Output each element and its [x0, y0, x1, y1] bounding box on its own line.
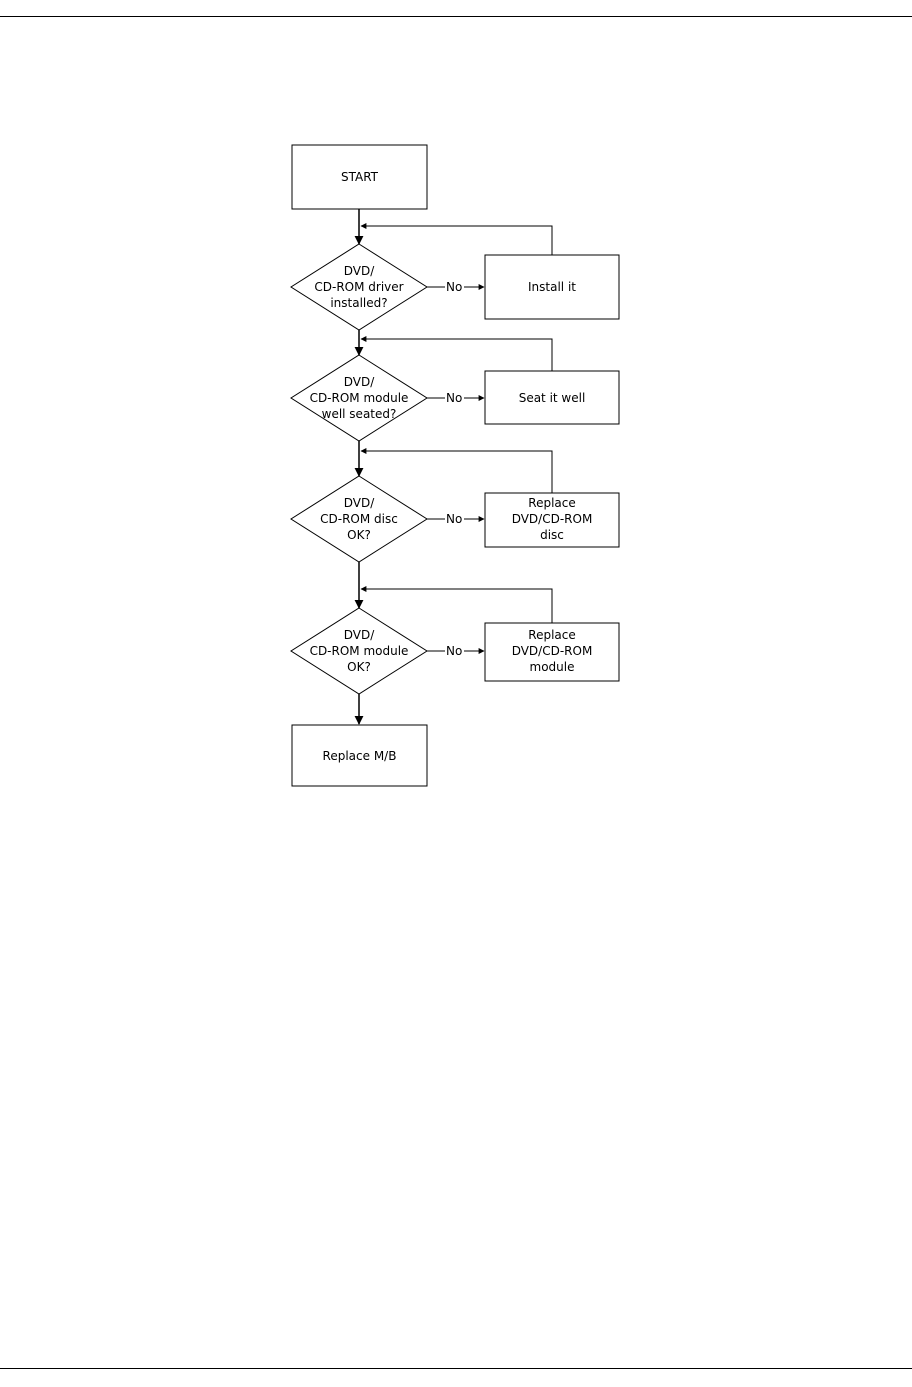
- action-3-line-3: disc: [540, 528, 564, 542]
- connector-loop-4: [361, 589, 552, 623]
- decision-2-line-1: DVD/: [344, 375, 375, 389]
- start-label: START: [341, 170, 379, 184]
- connector-loop-3: [361, 451, 552, 493]
- no-label-4: No: [446, 644, 462, 658]
- action-3-line-2: DVD/CD-ROM: [512, 512, 593, 526]
- decision-4-line-3: OK?: [347, 660, 371, 674]
- end-label: Replace M/B: [323, 749, 397, 763]
- decision-4-line-2: CD-ROM module: [310, 644, 409, 658]
- decision-1-line-3: installed?: [330, 296, 387, 310]
- action-4-line-1: Replace: [528, 628, 575, 642]
- connector-loop-2: [361, 339, 552, 371]
- no-label-1: No: [446, 280, 462, 294]
- decision-2-line-2: CD-ROM module: [310, 391, 409, 405]
- decision-4-line-1: DVD/: [344, 628, 375, 642]
- no-label-2: No: [446, 391, 462, 405]
- decision-3-line-2: CD-ROM disc: [320, 512, 398, 526]
- action-4-line-3: module: [530, 660, 575, 674]
- connector-loop-1: [361, 226, 552, 255]
- decision-3-line-3: OK?: [347, 528, 371, 542]
- action-1-line-1: Install it: [528, 280, 576, 294]
- decision-2-line-3: well seated?: [322, 407, 397, 421]
- no-label-3: No: [446, 512, 462, 526]
- decision-3-line-1: DVD/: [344, 496, 375, 510]
- action-3-line-1: Replace: [528, 496, 575, 510]
- action-2-line-1: Seat it well: [519, 391, 586, 405]
- decision-1-line-2: CD-ROM driver: [314, 280, 403, 294]
- action-4-line-2: DVD/CD-ROM: [512, 644, 593, 658]
- decision-1-line-1: DVD/: [344, 264, 375, 278]
